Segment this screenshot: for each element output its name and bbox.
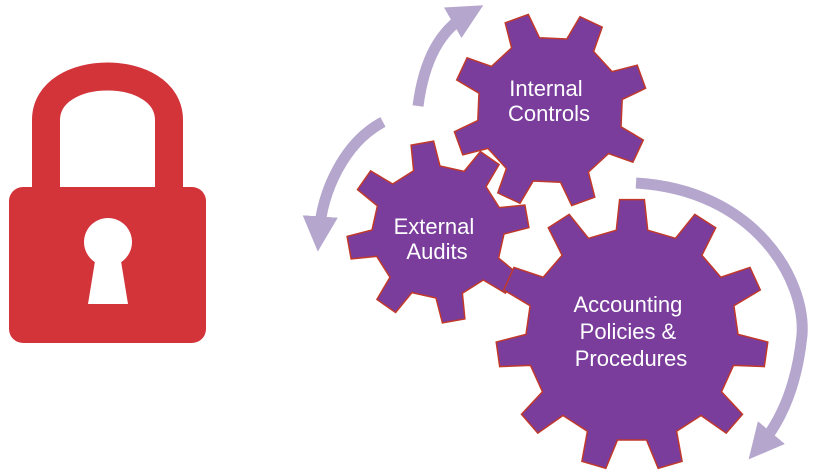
- external-audits-label-line1: External: [394, 214, 475, 239]
- gear-accounting-policies: Accounting Policies & Procedures: [495, 198, 769, 470]
- cycle-arrows: [302, 5, 808, 460]
- padlock-shackle: [32, 62, 183, 192]
- cycle-arrow-icon: [302, 117, 386, 252]
- gear-icon: [495, 198, 769, 470]
- internal-controls-label-line2: Controls: [508, 101, 590, 126]
- accounting-label-line2: Policies &: [580, 319, 677, 344]
- svg-text:Internal Controls: Internal Controls: [508, 76, 590, 126]
- gear-internal-controls: Internal Controls: [453, 13, 647, 207]
- padlock-icon: [9, 62, 206, 343]
- gear-external-audits: External Audits: [346, 140, 530, 324]
- gear-icon: [346, 140, 530, 324]
- svg-text:Accounting Policies &: Accounting Policies & Procedures: [574, 292, 689, 371]
- gear-icon: [453, 13, 647, 207]
- cycle-arrow-icon: [412, 5, 484, 107]
- external-audits-label-line2: Audits: [406, 239, 467, 264]
- internal-controls-label-line1: Internal: [509, 76, 582, 101]
- cycle-arrow-icon: [635, 177, 808, 460]
- accounting-label-line3: Procedures: [575, 346, 688, 371]
- accounting-label-line1: Accounting: [574, 292, 683, 317]
- keyhole-icon: [84, 218, 132, 304]
- svg-text:External Audits: External Audits: [394, 214, 481, 264]
